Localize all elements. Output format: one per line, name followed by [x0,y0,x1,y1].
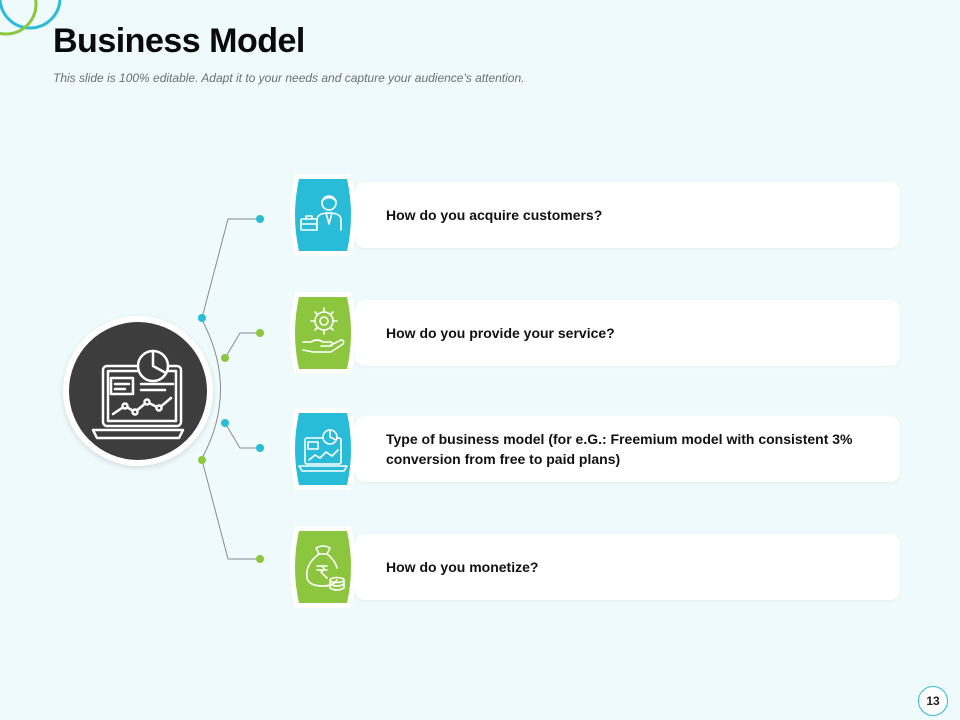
item-card-4: How do you monetize? [355,534,900,600]
item-badge-2 [283,290,363,376]
item-badge-4 [283,524,363,610]
laptop-chart-icon [298,429,348,472]
connector-dot [221,354,229,362]
connector-dot [256,215,264,223]
item-badge-3 [283,406,363,492]
item-card-3: Type of business model (for e.G.: Freemi… [355,416,900,482]
page-number: 13 [918,686,948,716]
gear-hand-icon [302,307,345,353]
connector-dot [198,314,206,322]
item-badge-1 [283,172,363,258]
corner-rings-decoration [0,0,62,36]
laptop-analytics-icon [91,349,185,440]
item-text: How do you monetize? [386,559,539,575]
item-text: How do you acquire customers? [386,207,603,223]
connector-dot [221,419,229,427]
item-text: Type of business model (for e.G.: Freemi… [386,431,853,467]
connector-dot [256,555,264,563]
hub-circle [63,316,213,466]
item-text: How do you provide your service? [386,325,615,341]
item-card-2: How do you provide your service? [355,300,900,366]
item-card-1: How do you acquire customers? [355,182,900,248]
businessman-icon [300,195,342,231]
page-title: Business Model [53,22,305,60]
connector-dot [256,444,264,452]
page-subtitle: This slide is 100% editable. Adapt it to… [53,71,525,85]
connector-dot [198,456,206,464]
connector-dot [256,329,264,337]
money-bag-icon [305,545,345,591]
